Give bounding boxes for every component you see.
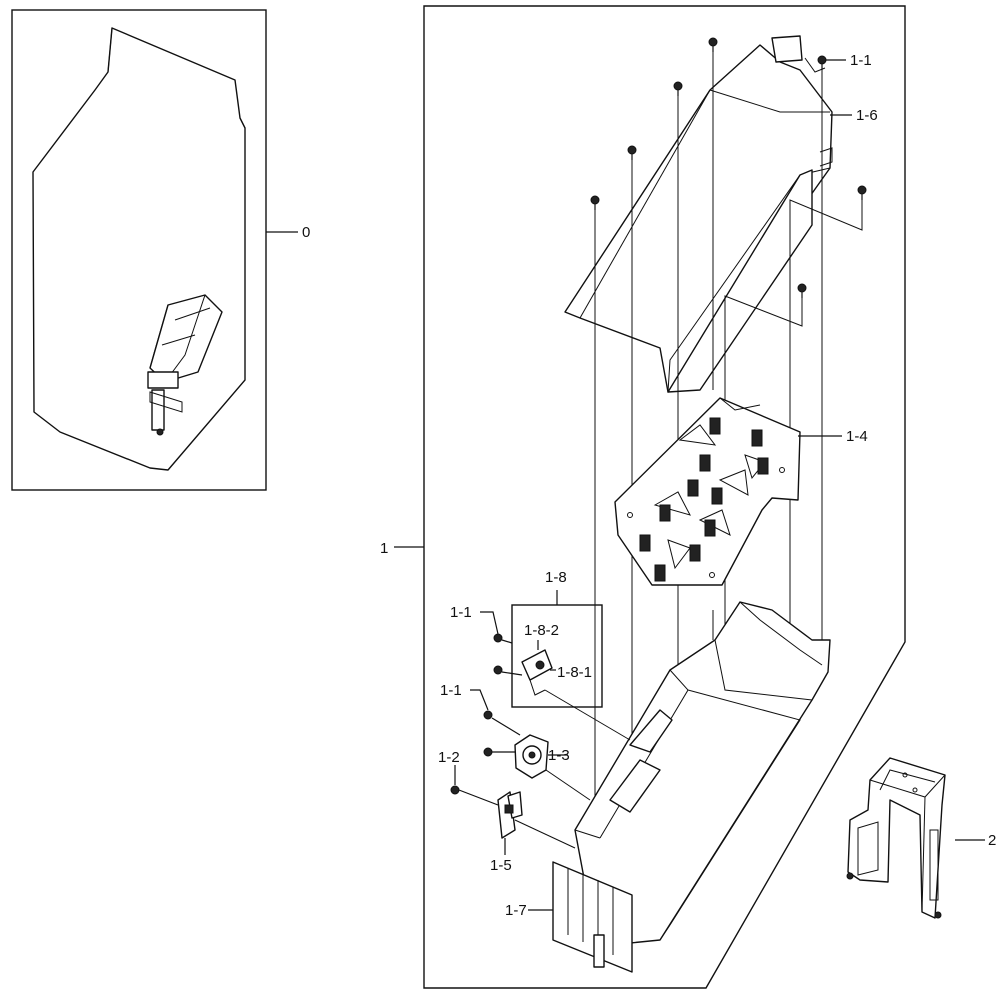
lower-duct-housing: [574, 601, 831, 946]
terminal-icon: [659, 504, 671, 522]
callout-1-2: 1-2: [438, 749, 460, 766]
terminal-icon: [689, 544, 701, 562]
terminal-icon: [704, 519, 716, 537]
sub-assembly-1-8-frame: [511, 604, 603, 708]
cycling-thermostat: [514, 734, 549, 779]
screw-icon: [590, 195, 600, 210]
terminal-icon: [699, 454, 711, 472]
upper-duct-cover: [564, 35, 833, 393]
assembly-1-frame: [423, 5, 906, 989]
heater-assembly-mini: [147, 294, 223, 436]
callout-1-5: 1-5: [490, 857, 512, 874]
screw-icon: [857, 185, 867, 200]
callout-1-4: 1-4: [846, 428, 868, 445]
terminal-icon: [709, 417, 721, 435]
overview-frame: [11, 9, 267, 491]
terminal-icon: [711, 487, 723, 505]
screw-icon: [493, 633, 513, 644]
mounting-bracket: [846, 757, 946, 919]
high-limit-thermostat: [521, 649, 553, 696]
callout-1: 1: [380, 540, 388, 557]
leader-1-1-mid: [480, 611, 499, 635]
callout-1-1-top: 1-1: [850, 52, 872, 69]
callout-0: 0: [302, 224, 310, 241]
callout-1-3: 1-3: [548, 747, 570, 764]
heater-element-plate: [614, 397, 801, 586]
leader-1-1-low: [470, 689, 489, 711]
screw-icon: [627, 145, 637, 160]
callout-1-1-mid: 1-1: [450, 604, 472, 621]
callout-1-7: 1-7: [505, 902, 527, 919]
screw-icon: [797, 283, 807, 298]
callout-1-8: 1-8: [545, 569, 567, 586]
terminal-icon: [757, 457, 769, 475]
callout-2: 2: [988, 832, 996, 849]
screw-icon: [493, 665, 523, 676]
screw-icon: [483, 710, 521, 736]
callout-1-8-1: 1-8-1: [557, 664, 592, 681]
terminal-icon: [751, 429, 763, 447]
dryer-cabinet: [32, 27, 246, 471]
terminal-icon: [687, 479, 699, 497]
heat-shield-plate: [552, 861, 633, 973]
heater-duct-panel: 1: [380, 5, 906, 989]
top-screws: [590, 37, 867, 298]
terminal-icon: [639, 534, 651, 552]
screw-icon: [708, 37, 718, 52]
callout-1-1-low: 1-1: [440, 682, 462, 699]
screw-icon: [673, 81, 683, 96]
callout-1-8-2: 1-8-2: [524, 622, 559, 639]
overview-panel: 0: [11, 9, 310, 491]
terminal-icon: [654, 564, 666, 582]
screw-icon: [483, 747, 515, 757]
callout-1-6: 1-6: [856, 107, 878, 124]
thermal-fuse-bracket: [497, 791, 523, 839]
screw-icon: [450, 785, 499, 806]
